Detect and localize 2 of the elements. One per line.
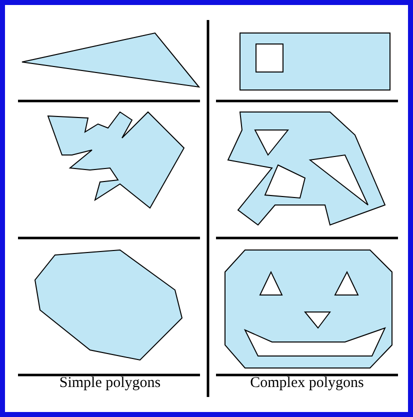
panel-caption: Complex polygons [249, 375, 365, 392]
panel-caption: Simple polygons [58, 375, 162, 392]
